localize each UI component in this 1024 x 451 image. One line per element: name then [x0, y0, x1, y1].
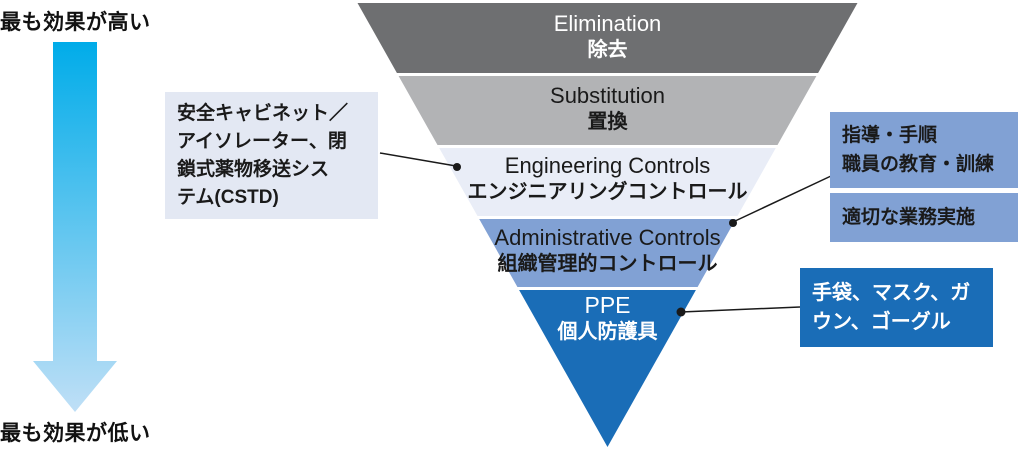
callout-line: 手袋、マスク、ガ: [812, 281, 971, 304]
leader-line-engineering: [379, 152, 457, 167]
pyramid-band-engineering-controls: [439, 148, 776, 216]
anchor-dot-engineering: [453, 163, 461, 171]
pyramid-band-ppe: [519, 290, 696, 447]
callout-line: アイソレーター、閉: [177, 130, 347, 152]
callout-line: 職員の教育・訓練: [842, 154, 995, 175]
pyramid-band-administrative-controls: [479, 219, 736, 287]
least-effective-label: 最も効果が低い: [0, 422, 151, 445]
callout-line: 安全キャビネット／: [177, 102, 349, 124]
leader-line-administrative: [732, 175, 832, 223]
callout-administrative-examples-1: 指導・手順 職員の教育・訓練: [830, 112, 1018, 188]
anchor-dot-ppe: [676, 307, 686, 317]
most-effective-label: 最も効果が高い: [0, 11, 151, 34]
callout-ppe-examples: 手袋、マスク、ガ ウン、ゴーグル: [800, 268, 993, 347]
pyramid-band-elimination: [357, 3, 858, 73]
anchor-dot-administrative: [729, 219, 737, 227]
callout-line: ウン、ゴーグル: [812, 310, 951, 333]
pyramid-band-substitution: [398, 76, 817, 145]
down-arrow-icon: [33, 42, 117, 412]
callout-line: 鎖式薬物移送シス: [177, 158, 330, 180]
leader-line-ppe: [680, 306, 801, 313]
callout-line: 指導・手順: [842, 125, 938, 146]
callout-engineering-examples: 安全キャビネット／ アイソレーター、閉 鎖式薬物移送シス テム(CSTD): [165, 92, 378, 219]
callout-line: テム(CSTD): [177, 186, 279, 208]
callout-line: 適切な業務実施: [842, 207, 976, 228]
callout-administrative-examples-2: 適切な業務実施: [830, 193, 1018, 242]
